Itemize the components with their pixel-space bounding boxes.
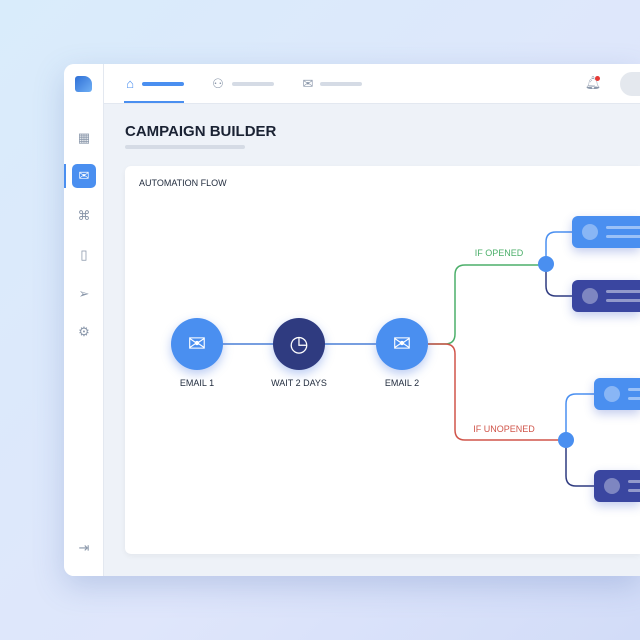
top-bar: ⌂ ⚇ ✉ 🔔︎ xyxy=(104,64,640,104)
file-icon[interactable]: ▯ xyxy=(80,247,88,262)
logout-icon[interactable]: ⇥ xyxy=(78,540,90,555)
junction-unopened xyxy=(558,432,574,448)
mail-icon: ✉ xyxy=(302,76,314,91)
active-indicator xyxy=(64,164,66,188)
page-title: CAMPAIGN BUILDER xyxy=(125,123,277,140)
connector xyxy=(545,264,575,297)
notification-dot xyxy=(595,76,600,81)
branch-opened-line xyxy=(428,264,546,345)
subtitle-placeholder xyxy=(125,145,245,149)
junction-opened xyxy=(538,256,554,272)
branch-unopened-line xyxy=(428,343,566,441)
connector xyxy=(565,440,596,487)
tab-label-placeholder xyxy=(320,82,362,86)
action-card[interactable] xyxy=(572,280,640,312)
mail-icon: ✉ xyxy=(187,331,207,356)
flow-icon[interactable]: ⌘ xyxy=(77,208,91,223)
avatar[interactable] xyxy=(620,72,640,96)
tab-underline xyxy=(124,101,184,103)
node-email-1[interactable]: ✉ xyxy=(171,318,223,370)
send-icon[interactable]: ➢ xyxy=(78,286,90,301)
home-icon: ⌂ xyxy=(126,76,134,91)
tab-label-placeholder xyxy=(142,82,184,86)
node-label: WAIT 2 DAYS xyxy=(271,378,327,388)
action-card[interactable] xyxy=(594,470,640,502)
panel-title: AUTOMATION FLOW xyxy=(139,178,227,188)
action-card[interactable] xyxy=(594,378,640,410)
mail-icon: ✉ xyxy=(392,331,412,356)
connector xyxy=(565,393,596,440)
branch-label-unopened: IF UNOPENED xyxy=(473,424,535,434)
grid-icon[interactable]: ▦ xyxy=(77,130,91,145)
app-window: ▦ ✉ ⌘ ▯ ➢ ⚙ ⇥ ⌂ ⚇ ✉ 🔔︎ CAMPAIGN BUILDER … xyxy=(64,64,640,576)
node-wait[interactable]: ◷ xyxy=(273,318,325,370)
action-card[interactable] xyxy=(572,216,640,248)
gear-icon[interactable]: ⚙ xyxy=(78,324,90,339)
logo xyxy=(75,76,92,92)
sidebar-item-mail[interactable]: ✉ xyxy=(72,164,96,188)
tab-label-placeholder xyxy=(232,82,274,86)
node-label: EMAIL 1 xyxy=(179,378,215,388)
node-label: EMAIL 2 xyxy=(384,378,420,388)
clock-icon: ◷ xyxy=(289,331,309,356)
connector xyxy=(545,231,575,264)
mail-icon: ✉ xyxy=(78,168,90,183)
node-email-2[interactable]: ✉ xyxy=(376,318,428,370)
sidebar: ▦ ✉ ⌘ ▯ ➢ ⚙ ⇥ xyxy=(64,64,104,576)
users-icon: ⚇ xyxy=(212,76,224,91)
branch-label-opened: IF OPENED xyxy=(474,248,524,258)
